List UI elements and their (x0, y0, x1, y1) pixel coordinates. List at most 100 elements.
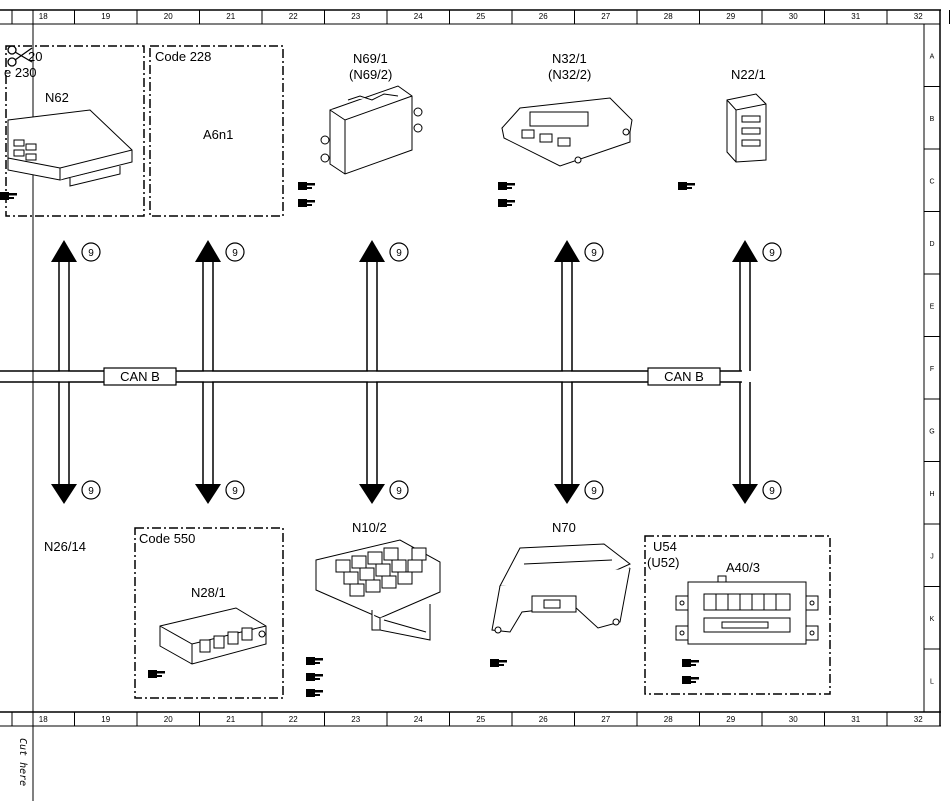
arrow-down-3 (359, 484, 385, 504)
can-b-label-left: CAN B (103, 367, 177, 386)
n10-2-label: N10/2 (352, 520, 387, 535)
reference-hand-icon (682, 659, 699, 667)
column-label-23-bottom: 23 (351, 715, 360, 724)
reference-hand-icon (298, 199, 315, 207)
row-label-D: D (929, 241, 934, 248)
column-label-28-top: 28 (664, 12, 673, 21)
row-label-K: K (930, 616, 935, 623)
branch-2: 99 (195, 240, 245, 504)
branch-5: 99 (732, 240, 782, 504)
column-label-24-top: 24 (414, 12, 423, 21)
arrow-up-1 (51, 240, 77, 262)
arrow-down-4 (554, 484, 580, 504)
code-550-label: Code 550 (139, 531, 196, 546)
n28-module-drawing (159, 607, 267, 665)
column-label-25-bottom: 25 (476, 715, 485, 724)
reference-hand-icon (678, 182, 695, 190)
svg-text:9: 9 (232, 486, 238, 497)
ref-circle-1-top (81, 242, 101, 262)
can-b-text-left: CAN B (120, 369, 160, 384)
u54-label: U54 (653, 539, 677, 554)
reference-hand-icon (148, 670, 165, 678)
column-label-21-top: 21 (226, 12, 235, 21)
column-label-22-bottom: 22 (289, 715, 298, 724)
column-label-28-bottom: 28 (664, 715, 673, 724)
n69-2-label: (N69/2) (349, 67, 393, 82)
diagram-frame (0, 9, 941, 801)
u52-label: (U52) (647, 555, 680, 570)
arrow-down-2 (195, 484, 221, 504)
row-label-E: E (930, 303, 935, 310)
n26-14-label: N26/14 (44, 539, 86, 554)
row-label-J: J (930, 553, 934, 560)
can-b-label-right: CAN B (647, 367, 721, 386)
ref-circle-5-bottom (762, 480, 782, 500)
n62-module-drawing (7, 109, 133, 187)
svg-text:9: 9 (232, 248, 238, 259)
reference-hand-icon (682, 676, 699, 684)
n10-module-drawing (315, 539, 441, 641)
code-230-box (5, 45, 145, 217)
row-label-G: G (929, 428, 934, 435)
column-label-18-top: 18 (39, 12, 48, 21)
n69-module-drawing (320, 85, 423, 175)
column-label-27-top: 27 (601, 12, 610, 21)
column-label-19-bottom: 19 (101, 715, 110, 724)
column-label-29-bottom: 29 (726, 715, 735, 724)
row-label-L: L (930, 678, 934, 685)
column-label-20-top: 20 (164, 12, 173, 21)
n32-1-label: N32/1 (552, 51, 587, 66)
code-228-box (149, 45, 284, 217)
column-ticks (11, 10, 950, 726)
a6n1-label: A6n1 (203, 127, 234, 142)
column-labels: 1818191920202121222223232424252526262727… (39, 12, 923, 724)
svg-text:9: 9 (88, 248, 94, 259)
cut-here-note: Cut here (17, 738, 28, 787)
a40-3-label: A40/3 (726, 560, 760, 575)
code-550-box (134, 527, 284, 699)
column-label-24-bottom: 24 (414, 715, 423, 724)
svg-text:9: 9 (88, 486, 94, 497)
column-label-30-bottom: 30 (789, 715, 798, 724)
n69-1-label: N69/1 (353, 51, 388, 66)
column-label-25-top: 25 (476, 12, 485, 21)
ref-circle-3-top (389, 242, 409, 262)
column-label-26-bottom: 26 (539, 715, 548, 724)
column-label-32-bottom: 32 (914, 715, 923, 724)
column-label-23-top: 23 (351, 12, 360, 21)
ref-circle-5-top (762, 242, 782, 262)
row-label-H: H (929, 491, 934, 498)
reference-hand-icon (306, 689, 323, 697)
column-label-31-bottom: 31 (851, 715, 860, 724)
svg-text:9: 9 (396, 248, 402, 259)
ref-circle-2-bottom (225, 480, 245, 500)
row-ticks (924, 23, 940, 650)
row-label-B: B (930, 116, 935, 123)
reference-hand-icon (490, 659, 507, 667)
branch-1: 99 (51, 240, 101, 504)
arrow-down-5 (732, 484, 758, 504)
n22-module-drawing (726, 93, 767, 163)
svg-text:9: 9 (591, 486, 597, 497)
n70-module-drawing (491, 543, 631, 634)
row-label-A: A (930, 53, 935, 60)
n32-module-drawing (501, 97, 633, 167)
column-label-18-bottom: 18 (39, 715, 48, 724)
reference-hand-icon (306, 673, 323, 681)
n32-2-label: (N32/2) (548, 67, 592, 82)
reference-hand-icon (498, 182, 515, 190)
reference-hand-icon (306, 657, 323, 665)
code-228-label: Code 228 (155, 49, 212, 64)
arrow-up-3 (359, 240, 385, 262)
arrow-up-4 (554, 240, 580, 262)
column-label-26-top: 26 (539, 12, 548, 21)
branch-3: 99 (359, 240, 409, 504)
row-label-C: C (929, 178, 934, 185)
svg-text:9: 9 (769, 248, 775, 259)
partial-code-230-label: 20 (28, 49, 43, 64)
reference-hand-icon (498, 199, 515, 207)
partial-code-230-line2: e 230 (4, 65, 37, 80)
n22-1-label: N22/1 (731, 67, 766, 82)
